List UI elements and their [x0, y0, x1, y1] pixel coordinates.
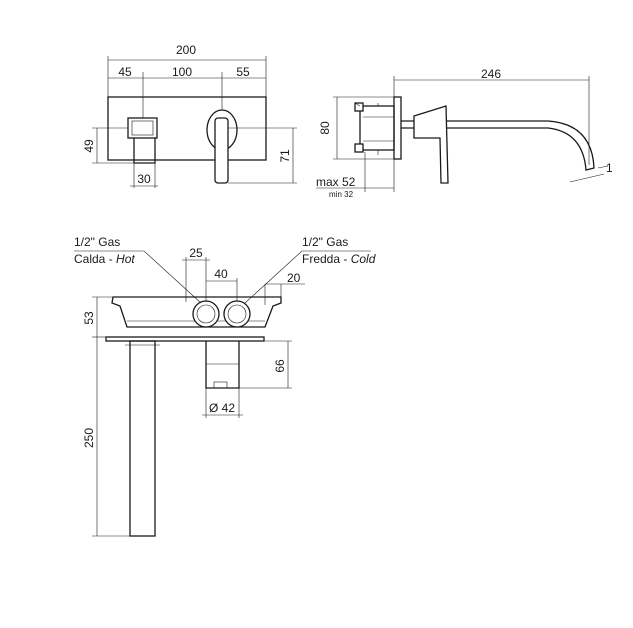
dim-spout-width: 30: [137, 172, 151, 186]
wall-plate-front: [107, 96, 267, 161]
dim-depth-max: max 52: [316, 175, 356, 189]
dim-diameter: Ø 42: [209, 401, 235, 415]
cold-inlet-size: 1/2" Gas: [302, 235, 348, 249]
hot-inlet-name: Calda - Hot: [74, 252, 135, 266]
section-view: 1/2" Gas Calda - Hot 1/2" Gas Fredda - C…: [74, 235, 376, 537]
side-view: 246 80 max 52 min 32 1: [316, 67, 613, 199]
dim-overall-width: 200: [176, 43, 196, 57]
built-in-box: [111, 296, 282, 328]
dim-inlet-offset: 25: [189, 246, 203, 260]
dim-edge-offset: 20: [287, 271, 301, 285]
spout-arm-side: [401, 120, 595, 171]
spout-body-front: [133, 138, 156, 164]
wall-plate-side: [393, 96, 402, 160]
dim-body-depth: 53: [82, 311, 96, 325]
hot-inlet-size: 1/2" Gas: [74, 235, 120, 249]
mixer-lever-front: [214, 117, 229, 184]
body-side: [359, 105, 395, 151]
dim-cartridge-depth: 66: [273, 359, 287, 373]
front-view: 200 45 100 55 49 30 71: [82, 43, 297, 188]
dim-center-spacing: 100: [172, 65, 192, 79]
dim-depth-min: min 32: [329, 190, 354, 199]
dim-right-offset: 55: [236, 65, 250, 79]
dim-plate-height: 80: [318, 121, 332, 135]
dim-projection: 246: [481, 67, 501, 81]
cold-inlet-name: Fredda - Cold: [302, 252, 376, 266]
cartridge-section: [205, 341, 240, 389]
dim-spout-height: 49: [82, 139, 96, 153]
dim-tip-offset: 1: [606, 161, 613, 175]
spout-inner-front: [131, 120, 154, 136]
dim-inlet-spacing: 40: [214, 267, 228, 281]
lever-side: [413, 105, 449, 184]
dim-lever-height: 71: [278, 149, 292, 163]
dim-spout-length: 250: [82, 428, 96, 448]
spout-section: [129, 340, 156, 537]
wall-plate-section: [105, 336, 265, 342]
dim-left-offset: 45: [118, 65, 132, 79]
